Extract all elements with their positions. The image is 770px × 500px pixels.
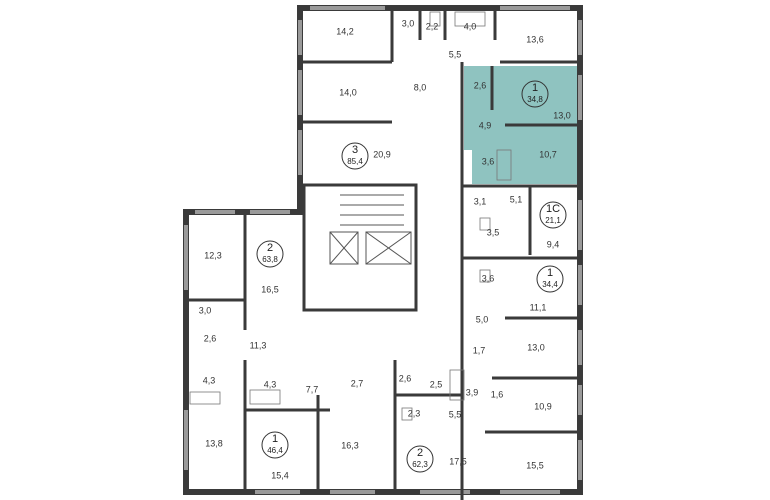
room-area-label: 9,4: [547, 239, 560, 249]
room-labels: 14,2 3,0 2,2 4,0 5,5 13,6 14,0 8,0 2,6 4…: [199, 18, 571, 480]
apartment-area: 63,8: [262, 255, 278, 264]
room-area-label: 2,2: [426, 21, 439, 31]
room-area-label: 2,6: [204, 333, 217, 343]
room-area-label: 2,5: [430, 379, 443, 389]
room-area-label: 5,5: [449, 49, 462, 59]
apartment-area: 62,3: [412, 460, 428, 469]
apartment-area: 85,4: [347, 157, 363, 166]
apartment-badge-2-bottom: 2 62,3: [406, 445, 434, 473]
room-area-label: 13,8: [205, 438, 223, 448]
apartment-area: 34,4: [542, 280, 558, 289]
apartment-number: 1: [547, 267, 553, 279]
room-area-label: 16,5: [261, 284, 279, 294]
room-area-label: 3,6: [482, 156, 495, 166]
room-area-label: 11,1: [530, 302, 547, 312]
room-area-label: 10,7: [539, 149, 557, 159]
room-area-label: 13,0: [553, 110, 571, 120]
apartment-badge-1c: 1С 21,1: [539, 201, 567, 229]
stair-core: [302, 183, 418, 312]
room-area-label: 7,7: [306, 384, 319, 394]
windows: [184, 6, 582, 494]
room-area-label: 1,7: [473, 345, 486, 355]
room-area-label: 11,3: [250, 340, 267, 350]
room-area-label: 15,5: [526, 460, 544, 470]
apartment-badge-1-top: 1 34,8: [521, 80, 549, 108]
apartment-number: 1: [272, 433, 278, 445]
room-area-label: 16,3: [341, 440, 359, 450]
room-area-label: 3,9: [466, 387, 479, 397]
room-area-label: 14,0: [339, 87, 357, 97]
apartment-number: 1С: [546, 203, 560, 215]
apartment-number: 3: [352, 144, 358, 156]
room-area-label: 17,5: [449, 456, 467, 466]
room-area-label: 2,3: [408, 408, 421, 418]
room-area-label: 2,6: [399, 373, 412, 383]
apartment-area: 34,8: [527, 95, 543, 104]
room-area-label: 2,6: [474, 80, 487, 90]
room-area-label: 1,6: [491, 389, 504, 399]
room-area-label: 8,0: [414, 82, 427, 92]
room-area-label: 13,6: [526, 34, 544, 44]
room-area-label: 14,2: [336, 26, 354, 36]
apartment-badge-2-left: 2 63,8: [256, 240, 284, 268]
room-area-label: 13,0: [527, 342, 545, 352]
apartment-badge-3: 3 85,4: [341, 142, 369, 170]
room-area-label: 15,4: [271, 470, 289, 480]
room-area-label: 5,1: [510, 194, 523, 204]
room-area-label: 4,9: [479, 120, 492, 130]
apartment-badge-1-bottom: 1 46,4: [261, 431, 289, 459]
room-area-label: 5,0: [476, 314, 489, 324]
apartment-number: 1: [532, 82, 538, 94]
room-area-label: 3,0: [402, 18, 415, 28]
room-area-label: 3,1: [474, 196, 487, 206]
room-area-label: 12,3: [204, 250, 222, 260]
room-area-label: 2,7: [351, 378, 364, 388]
room-area-label: 10,9: [534, 401, 552, 411]
room-area-label: 3,5: [487, 227, 500, 237]
room-area-label: 4,3: [203, 375, 216, 385]
room-area-label: 20,9: [373, 149, 391, 159]
room-area-label: 3,0: [199, 305, 212, 315]
inner-walls: [186, 8, 580, 500]
room-area-label: 4,0: [464, 21, 477, 31]
apartment-area: 46,4: [267, 446, 283, 455]
bathroom-fixtures: [189, 11, 512, 421]
apartment-number: 2: [417, 447, 423, 459]
room-area-label: 3,6: [482, 273, 495, 283]
apartment-badge-1-right: 1 34,4: [536, 265, 564, 293]
apartment-number: 2: [267, 242, 273, 254]
room-area-label: 5,5: [449, 409, 462, 419]
apartment-area: 21,1: [545, 216, 561, 225]
outer-wall: [183, 5, 583, 495]
room-area-label: 4,3: [264, 379, 277, 389]
